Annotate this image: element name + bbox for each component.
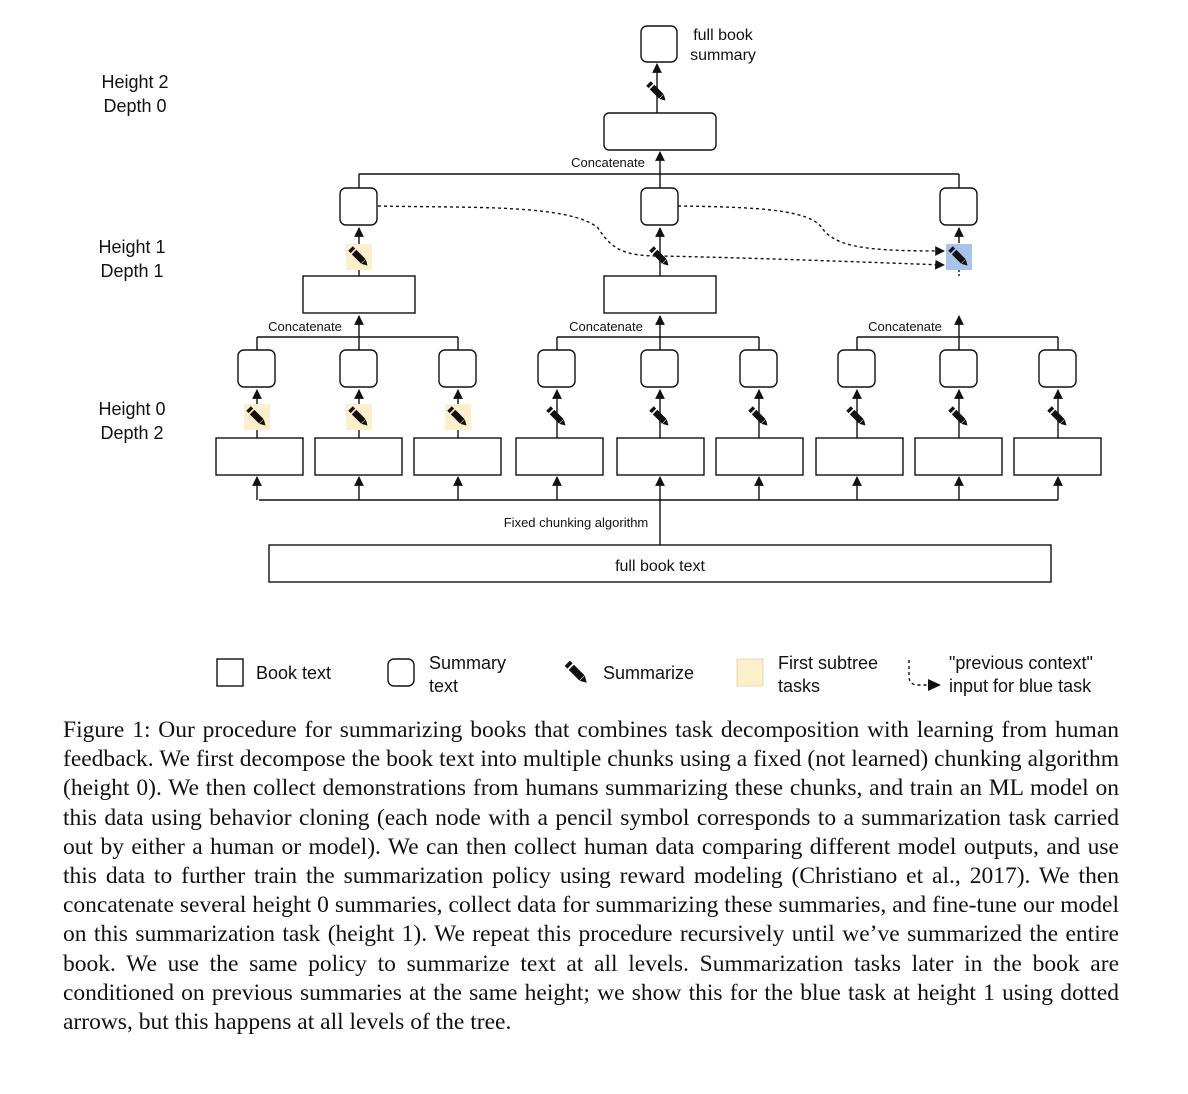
legend-book-text-label: Book text (256, 663, 331, 683)
figure-caption: Figure 1: Our procedure for summarizing … (63, 717, 1119, 1036)
height-0-summary-node (739, 349, 778, 388)
concatenate-label-h1: Concatenate (571, 155, 645, 170)
height-1-input-box (302, 275, 416, 314)
height-0-summary-node (837, 349, 876, 388)
book-text-chunk (314, 437, 403, 476)
legend-pencil-icon (564, 660, 590, 686)
legend-dotted-arrow-line (908, 660, 932, 686)
level-height-2: Height 2 (101, 72, 168, 92)
book-text-chunk (815, 437, 904, 476)
height-0-summary-node (438, 349, 477, 388)
legend-first-subtree-swatch (736, 658, 764, 687)
book-text-chunk (1013, 437, 1102, 476)
book-text-chunk (616, 437, 705, 476)
previous-context-arrow-2 (677, 205, 945, 256)
concatenate-label: Concatenate (569, 319, 643, 334)
height-0-summary-node (237, 349, 276, 388)
height-0-summaries (237, 349, 1077, 438)
legend-summarize-label: Summarize (603, 663, 694, 683)
legend-summary-text-swatch (387, 658, 415, 687)
height-0-summary-node (939, 349, 978, 388)
legend-first-subtree-label-line1: First subtree (778, 653, 878, 673)
full-book-text-box (268, 544, 1052, 583)
fixed-chunking-label: Fixed chunking algorithm (504, 515, 649, 530)
legend-dotted-arrowhead (928, 679, 941, 691)
height-1-input-box (603, 275, 717, 314)
book-text-chunk (215, 437, 304, 476)
legend-previous-context-line2: input for blue task (949, 676, 1092, 696)
height-1-summary-node (640, 187, 679, 226)
height-0-concatenations: Concatenate Concatenate Concatenate (256, 315, 1059, 350)
level-height-1: Height 1 (98, 237, 165, 257)
level-height-0: Height 0 (98, 399, 165, 419)
height-1-summary-node (339, 187, 378, 226)
full-book-summary-label-line2: summary (690, 47, 756, 64)
height-1-summaries (302, 187, 978, 314)
level-depth-2: Depth 2 (100, 423, 163, 443)
height-0-summary-node (1038, 349, 1077, 388)
legend-book-text-swatch (216, 658, 244, 687)
concatenate-label: Concatenate (868, 319, 942, 334)
book-text-chunk (914, 437, 1003, 476)
full-book-summary-label-line1: full book (693, 27, 754, 44)
height-2-input-box (603, 112, 717, 151)
full-book-text-label: full book text (615, 558, 705, 575)
book-text-chunk (413, 437, 502, 476)
book-text-chunk (715, 437, 804, 476)
legend-first-subtree-label-line2: tasks (778, 676, 820, 696)
summarization-tree-diagram: Height 2 Depth 0 Height 1 Depth 1 Height… (98, 25, 1102, 696)
book-text-chunk (515, 437, 604, 476)
level-depth-0: Depth 0 (103, 96, 166, 116)
chunk-input-arrows (252, 476, 1063, 500)
height-0-summary-node (537, 349, 576, 388)
legend-summary-text-label-line2: text (429, 676, 458, 696)
level-depth-1: Depth 1 (100, 261, 163, 281)
full-book-summary-box (640, 25, 678, 63)
height-1-summary-node (939, 187, 978, 226)
legend: Book text Summary text Summarize First s… (216, 653, 1093, 696)
previous-context-arrow-1 (377, 205, 945, 270)
legend-summary-text-label-line1: Summary (429, 653, 506, 673)
legend-previous-context-line1: "previous context" (949, 653, 1093, 673)
height-0-summary-node (339, 349, 378, 388)
concatenate-label: Concatenate (268, 319, 342, 334)
height-0-summary-node (640, 349, 679, 388)
chunk-boxes (215, 437, 1102, 476)
